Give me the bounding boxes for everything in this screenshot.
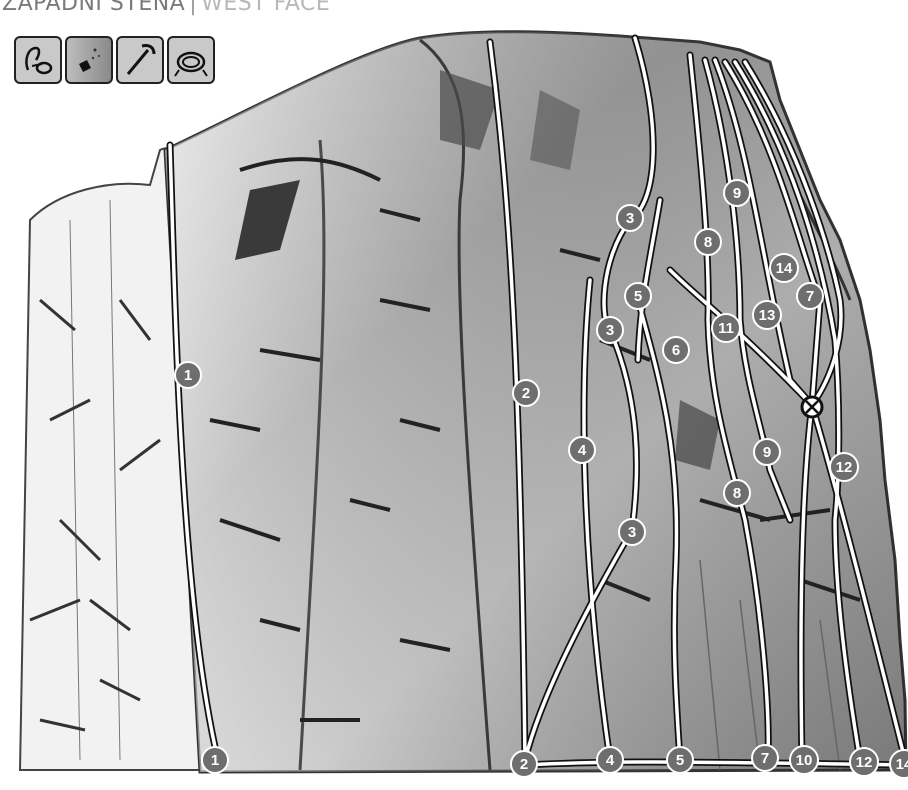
svg-text:7: 7 <box>806 288 814 305</box>
svg-text:1: 1 <box>184 367 192 384</box>
svg-text:9: 9 <box>733 185 741 202</box>
svg-text:13: 13 <box>759 307 776 324</box>
route-badge-13: 13 <box>753 301 781 329</box>
route-badge-8: 8 <box>695 229 721 255</box>
route-badge-1: 1 <box>175 362 201 388</box>
route-badge-12: 12 <box>850 748 878 776</box>
svg-text:6: 6 <box>672 342 680 359</box>
route-badge-2: 2 <box>511 751 537 777</box>
route-badge-4: 4 <box>569 437 595 463</box>
svg-text:1: 1 <box>211 752 219 769</box>
svg-text:12: 12 <box>836 459 853 476</box>
route-badge-10: 10 <box>790 746 818 774</box>
route-badge-14: 14 <box>770 254 798 282</box>
svg-text:2: 2 <box>522 385 530 402</box>
route-badge-7: 7 <box>797 283 823 309</box>
svg-text:8: 8 <box>704 234 712 251</box>
route-badge-1: 1 <box>202 747 228 773</box>
svg-text:2: 2 <box>520 756 528 773</box>
route-badge-8: 8 <box>724 480 750 506</box>
svg-text:3: 3 <box>628 524 636 541</box>
route-badge-9: 9 <box>754 439 780 465</box>
route-badge-7: 7 <box>752 745 778 771</box>
route-badge-12: 12 <box>830 453 858 481</box>
svg-text:7: 7 <box>761 750 769 767</box>
svg-text:9: 9 <box>763 444 771 461</box>
route-badge-2: 2 <box>513 380 539 406</box>
svg-text:12: 12 <box>856 754 873 771</box>
route-badge-4: 4 <box>597 747 623 773</box>
route-badge-11: 11 <box>712 314 740 342</box>
svg-text:10: 10 <box>796 752 813 769</box>
svg-text:5: 5 <box>676 752 684 769</box>
svg-text:4: 4 <box>578 442 587 459</box>
route-badge-3: 3 <box>617 205 643 231</box>
anchor-icon <box>802 397 822 417</box>
route-badge-3: 3 <box>597 317 623 343</box>
route-badge-3: 3 <box>619 519 645 545</box>
route-badge-14: 14 <box>890 750 908 778</box>
svg-text:14: 14 <box>896 756 908 773</box>
svg-text:3: 3 <box>626 210 634 227</box>
svg-text:14: 14 <box>776 260 793 277</box>
svg-text:8: 8 <box>733 485 741 502</box>
svg-text:4: 4 <box>606 752 615 769</box>
svg-text:11: 11 <box>718 320 734 337</box>
svg-text:5: 5 <box>634 288 642 305</box>
route-badge-6: 6 <box>663 337 689 363</box>
route-badge-9: 9 <box>724 180 750 206</box>
route-badge-5: 5 <box>667 747 693 773</box>
svg-text:3: 3 <box>606 322 614 339</box>
route-badge-5: 5 <box>625 283 651 309</box>
